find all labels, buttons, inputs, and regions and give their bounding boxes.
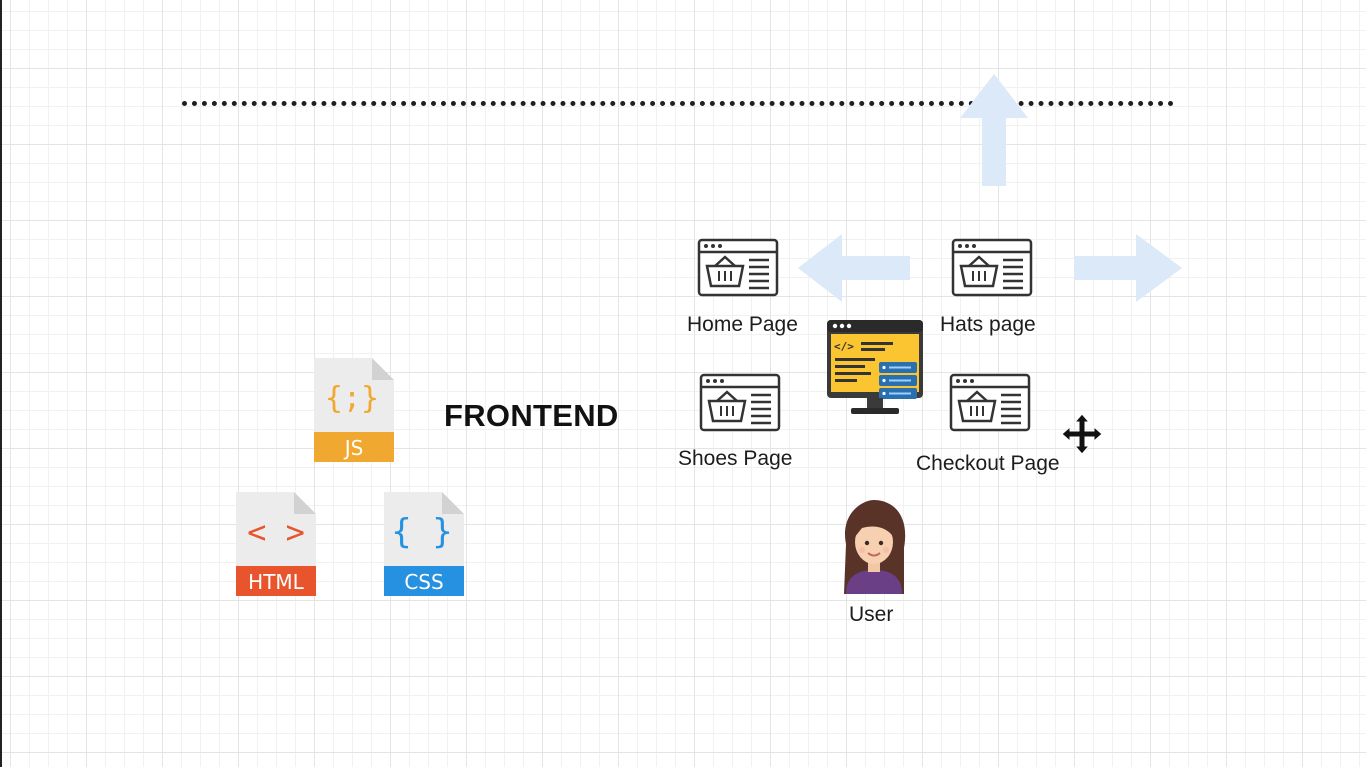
svg-text:{ }: { } — [391, 512, 452, 552]
code-server-icon: </> — [827, 320, 923, 414]
css-file-icon: { } CSS — [384, 492, 464, 596]
arrow-right-icon — [1074, 234, 1182, 302]
css-file-badge: CSS — [404, 570, 443, 594]
user-label: User — [849, 603, 894, 626]
hats-page-label: Hats page — [940, 313, 1036, 336]
checkout-page-icon — [949, 373, 1031, 432]
shoes-page-label: Shoes Page — [678, 447, 793, 470]
checkout-page-label: Checkout Page — [916, 452, 1060, 475]
move-cursor-icon — [1061, 413, 1103, 455]
hats-page-icon — [951, 238, 1033, 297]
frontend-title: FRONTEND — [444, 398, 619, 433]
dotted-divider-line — [182, 101, 1174, 106]
js-file-badge: JS — [343, 436, 364, 460]
svg-text:{;}: {;} — [325, 381, 379, 416]
html-file-icon: < > HTML — [236, 492, 316, 596]
svg-text:< >: < > — [247, 513, 305, 551]
html-file-badge: HTML — [248, 570, 305, 594]
js-file-icon: {;} JS — [314, 358, 394, 462]
user-avatar-icon — [844, 500, 906, 594]
home-page-label: Home Page — [687, 313, 798, 336]
arrow-left-icon — [798, 234, 910, 302]
home-page-icon — [697, 238, 779, 297]
left-window-edge — [0, 0, 2, 767]
arrow-up-icon — [960, 74, 1028, 186]
shoes-page-icon — [699, 373, 781, 432]
svg-text:</>: </> — [834, 340, 854, 353]
